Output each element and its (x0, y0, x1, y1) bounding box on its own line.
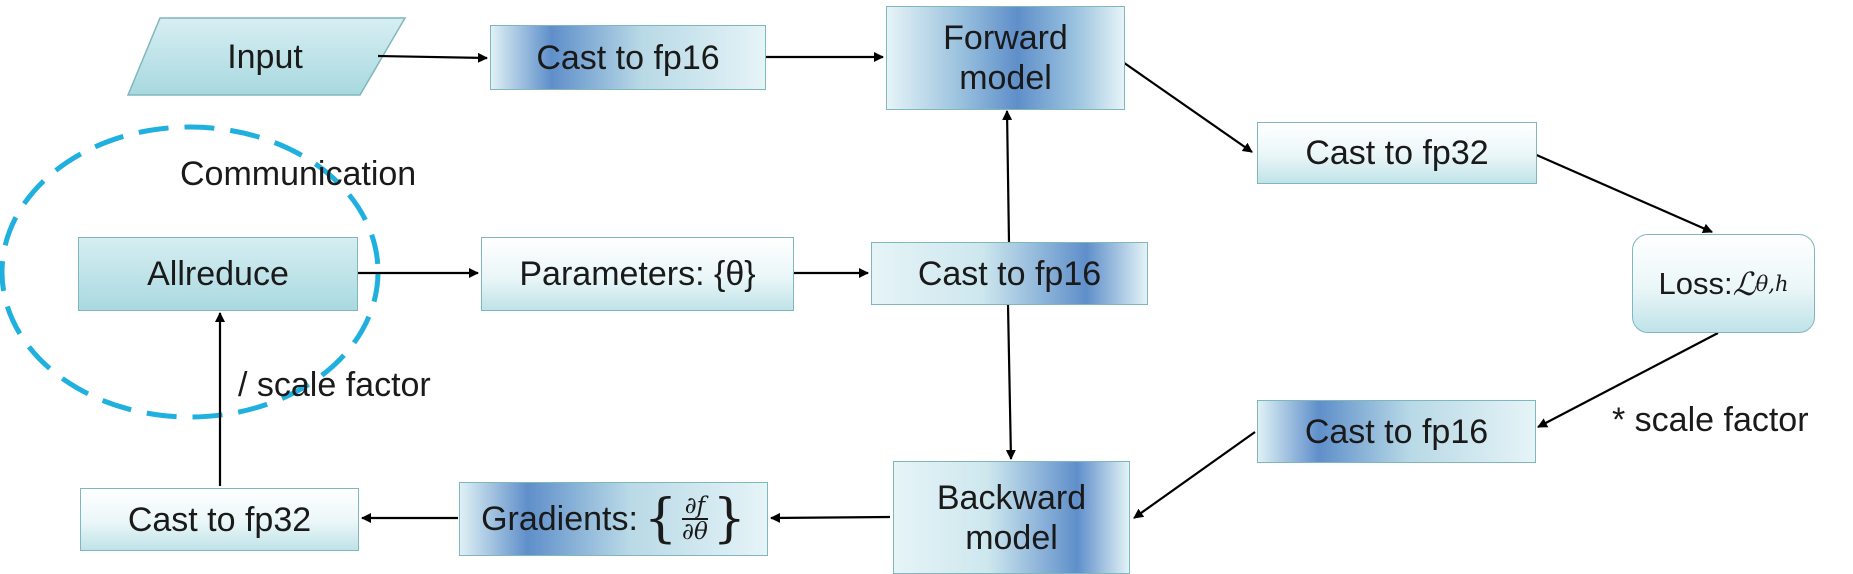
forward-model-node: Forward model (886, 6, 1125, 110)
cast-fp32-left-node: Cast to fp32 (80, 488, 359, 551)
arrow-cast32-to-loss (1531, 151, 1713, 234)
backward-model-label-line2: model (965, 518, 1058, 557)
gradients-left-brace: { (643, 489, 678, 549)
backward-model-label-line1: Backward (936, 478, 1087, 517)
input-node-shape (126, 17, 407, 96)
arrow-cast16-to-forward-up (1002, 110, 1013, 243)
cast-fp32-left-label: Cast to fp32 (127, 500, 312, 539)
loss-label: Loss: (1658, 265, 1733, 301)
input-node-label: Input (140, 20, 390, 94)
gradients-label: Gradients: (481, 500, 638, 538)
gradients-fraction: { ∂f ∂θ } (644, 493, 746, 545)
gradients-fraction-body: ∂f ∂θ (679, 494, 711, 544)
communication-label: Communication (180, 155, 417, 193)
cast-fp32-right-node: Cast to fp32 (1257, 122, 1537, 184)
gradients-right-brace: } (712, 489, 746, 549)
divide-scale-factor-label: / scale factor (238, 366, 431, 404)
allreduce-label: Allreduce (147, 255, 289, 293)
backward-model-node: Backward model (893, 461, 1130, 574)
arrow-loss-to-cast16 (1537, 332, 1719, 428)
loss-subscript: θ,h (1755, 271, 1789, 296)
loss-symbol: ℒ (1732, 264, 1756, 303)
gradients-node: Gradients: { ∂f ∂θ } (459, 482, 768, 556)
cast-fp16-mid-label: Cast to fp16 (917, 254, 1102, 293)
input-label: Input (227, 38, 303, 76)
arrow-forward-to-cast32 (1119, 59, 1253, 153)
arrow-cast16-to-backward (1133, 431, 1256, 519)
cast-fp16-mid-node: Cast to fp16 (871, 242, 1148, 305)
cast-fp16-top-label: Cast to fp16 (536, 38, 720, 77)
cast-fp16-right-node: Cast to fp16 (1257, 400, 1536, 463)
gradients-denominator: ∂θ (682, 519, 708, 545)
gradients-numerator: ∂f (681, 494, 709, 520)
arrow-input-to-cast16 (377, 52, 488, 63)
forward-model-label-line1: Forward (943, 19, 1068, 57)
arrow-backward-to-gradients (770, 512, 891, 523)
cast-fp16-top-node: Cast to fp16 (490, 25, 766, 90)
cast-fp32-right-label: Cast to fp32 (1305, 134, 1489, 172)
allreduce-node: Allreduce (78, 237, 358, 311)
arrow-cast16-to-backward-down (1005, 304, 1016, 460)
forward-model-label-line2: model (959, 59, 1052, 97)
multiply-scale-factor-label: * scale factor (1612, 401, 1809, 439)
parameters-node: Parameters: {θ} (481, 237, 794, 311)
parameters-label: Parameters: {θ} (519, 255, 756, 293)
cast-fp16-right-label: Cast to fp16 (1304, 412, 1489, 451)
